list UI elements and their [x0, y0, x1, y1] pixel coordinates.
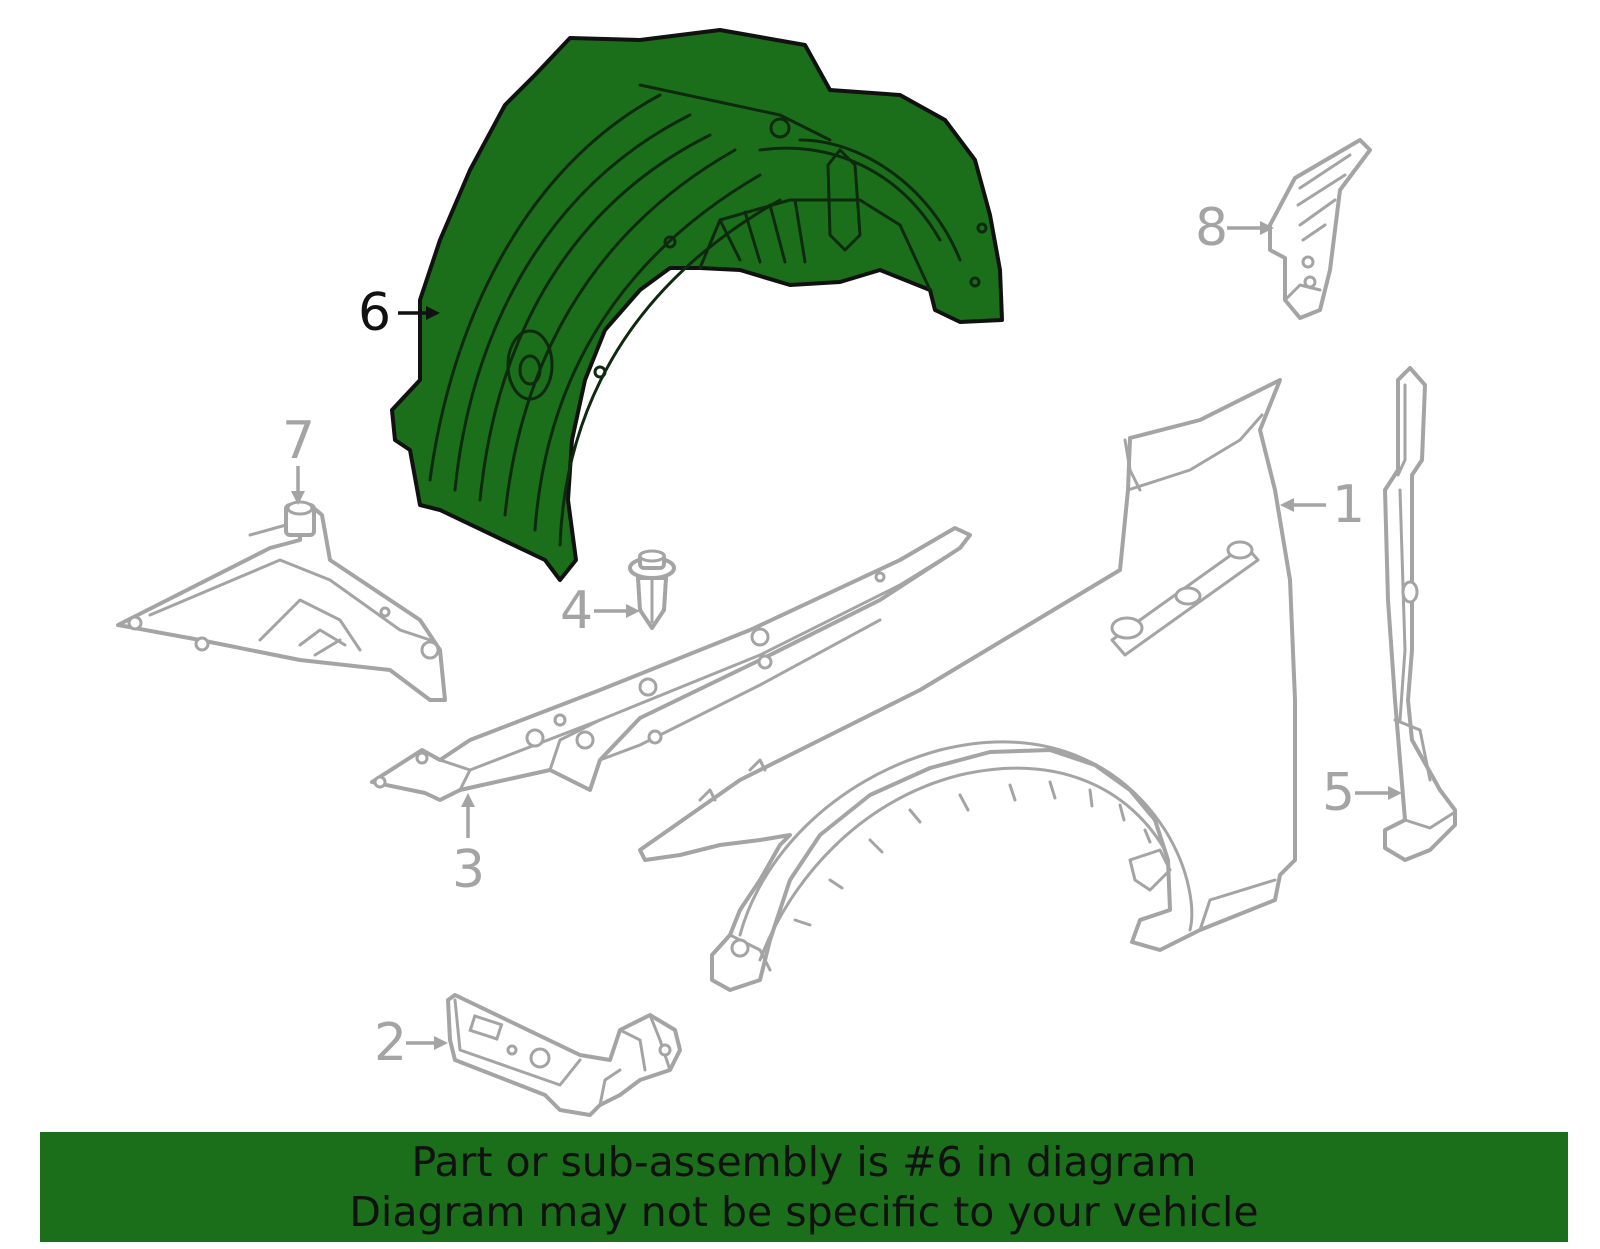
callout-2: 2: [374, 1013, 448, 1073]
part-4-clip[interactable]: [628, 549, 676, 630]
part-6-fender-liner[interactable]: [390, 28, 1004, 582]
info-banner: Part or sub-assembly is #6 in diagram Di…: [40, 1132, 1568, 1242]
svg-text:1: 1: [1332, 475, 1365, 535]
svg-text:7: 7: [282, 411, 315, 471]
callout-6: 6: [358, 283, 440, 343]
callout-1: 1: [1280, 475, 1365, 535]
part-2-bracket[interactable]: [446, 993, 682, 1117]
part-1-fender[interactable]: [638, 378, 1297, 992]
callout-8: 8: [1195, 198, 1274, 258]
part-3-rail[interactable]: [370, 526, 972, 802]
svg-text:3: 3: [452, 840, 485, 900]
svg-text:2: 2: [374, 1013, 407, 1073]
callout-4: 4: [560, 581, 640, 641]
banner-line-1: Part or sub-assembly is #6 in diagram: [411, 1138, 1197, 1186]
svg-text:5: 5: [1322, 763, 1355, 823]
svg-text:8: 8: [1195, 198, 1228, 258]
banner-line-2: Diagram may not be specific to your vehi…: [349, 1188, 1259, 1236]
svg-text:4: 4: [560, 581, 593, 641]
part-7-bracket[interactable]: [116, 500, 447, 702]
svg-text:6: 6: [358, 283, 391, 343]
callout-5: 5: [1322, 763, 1402, 823]
part-8-bracket[interactable]: [1268, 138, 1372, 320]
part-5-bracket[interactable]: [1383, 366, 1457, 862]
callout-3: 3: [452, 793, 485, 900]
callout-7: 7: [282, 411, 315, 505]
